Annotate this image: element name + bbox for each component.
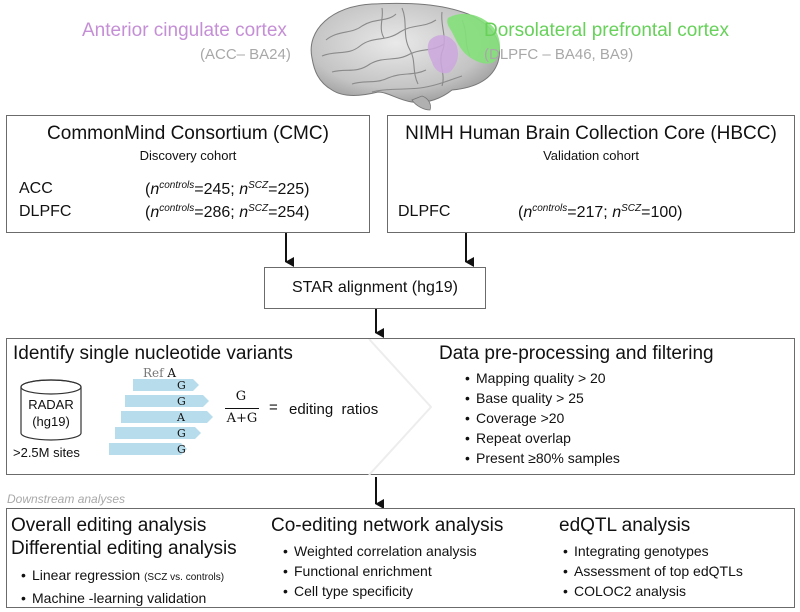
preprocessing-list: Mapping quality > 20 Base quality > 25 C… bbox=[465, 368, 620, 468]
star-alignment-label: STAR alignment (hg19) bbox=[292, 279, 458, 296]
preprocessing-title: Data pre-processing and filtering bbox=[439, 343, 714, 364]
cmc-subtitle: Discovery cohort bbox=[139, 148, 237, 163]
preprocessing-item: Coverage >20 bbox=[465, 408, 620, 428]
acc-region-subtitle: (ACC– BA24) bbox=[200, 46, 291, 63]
cmc-cohort-box: CommonMind Consortium (CMC) Discovery co… bbox=[6, 115, 370, 233]
cmc-acc-sample-count: (ncontrols=245; nSCZ=225) bbox=[145, 180, 310, 198]
read-base-3: A bbox=[177, 411, 185, 424]
snv-preprocessing-box: Identify single nucleotide variants RADA… bbox=[6, 338, 795, 476]
dlpfc-region-title: Dorsolateral prefrontal cortex bbox=[484, 20, 729, 41]
differential-editing-title: Differential editing analysis bbox=[11, 538, 237, 559]
star-alignment-box: STAR alignment (hg19) bbox=[264, 267, 486, 309]
edqtl-item: Assessment of top edQTLs bbox=[563, 561, 743, 581]
radar-db-name: RADAR bbox=[28, 397, 74, 412]
radar-site-count: >2.5M sites bbox=[13, 445, 80, 460]
co-editing-title: Co-editing network analysis bbox=[271, 515, 504, 536]
differential-editing-list: Linear regression (SCZ vs. controls) Mac… bbox=[21, 565, 224, 608]
snv-title: Identify single nucleotide variants bbox=[13, 343, 293, 364]
edqtl-title: edQTL analysis bbox=[559, 515, 691, 536]
edqtl-item: Integrating genotypes bbox=[563, 541, 743, 561]
radar-db-build: (hg19) bbox=[32, 414, 70, 429]
ratio-fraction-bar bbox=[225, 408, 259, 409]
preprocessing-item: Mapping quality > 20 bbox=[465, 368, 620, 388]
cmc-acc-region: ACC bbox=[19, 180, 53, 197]
acc-region-title: Anterior cingulate cortex bbox=[82, 20, 287, 41]
edqtl-list: Integrating genotypes Assessment of top … bbox=[563, 541, 743, 601]
cmc-dlpfc-sample-count: (ncontrols=286; nSCZ=254) bbox=[145, 203, 310, 221]
preprocessing-item: Base quality > 25 bbox=[465, 388, 620, 408]
differential-item: Linear regression (SCZ vs. controls) bbox=[21, 565, 224, 588]
read-base-5: G bbox=[177, 443, 186, 456]
edqtl-item: COLOC2 analysis bbox=[563, 581, 743, 601]
downstream-label: Downstream analyses bbox=[7, 492, 126, 506]
co-editing-item: Cell type specificity bbox=[283, 581, 477, 601]
hbcc-cohort-box: NIMH Human Brain Collection Core (HBCC) … bbox=[387, 115, 795, 233]
preprocessing-item: Present ≥80% samples bbox=[465, 448, 620, 468]
ratio-denominator: A+G bbox=[226, 411, 258, 426]
ratio-equals: = bbox=[269, 399, 278, 416]
differential-item: Machine -learning validation bbox=[21, 588, 224, 608]
co-editing-list: Weighted correlation analysis Functional… bbox=[283, 541, 477, 601]
chevron-divider bbox=[368, 339, 433, 476]
preprocessing-item: Repeat overlap bbox=[465, 428, 620, 448]
overall-editing-title: Overall editing analysis bbox=[11, 515, 207, 536]
read-alignment-graphic bbox=[109, 379, 213, 455]
ratio-numerator: G bbox=[235, 389, 247, 404]
reference-label: Ref A bbox=[143, 366, 177, 380]
database-icon bbox=[20, 379, 82, 441]
hbcc-dlpfc-region: DLPFC bbox=[398, 203, 451, 220]
co-editing-item: Functional enrichment bbox=[283, 561, 477, 581]
read-base-1: G bbox=[177, 379, 186, 392]
brain-illustration bbox=[310, 2, 500, 111]
cmc-dlpfc-region: DLPFC bbox=[19, 203, 72, 220]
dlpfc-region-subtitle: (DLPFC – BA46, BA9) bbox=[484, 46, 634, 63]
downstream-box: Overall editing analysis Differential ed… bbox=[6, 508, 795, 608]
hbcc-title: NIMH Human Brain Collection Core (HBCC) bbox=[405, 123, 777, 144]
hbcc-dlpfc-sample-count: (ncontrols=217; nSCZ=100) bbox=[518, 203, 683, 221]
editing-ratios-label: editing ratios bbox=[289, 401, 379, 418]
read-base-4: G bbox=[177, 427, 186, 440]
co-editing-item: Weighted correlation analysis bbox=[283, 541, 477, 561]
hbcc-subtitle: Validation cohort bbox=[543, 148, 639, 163]
cmc-title: CommonMind Consortium (CMC) bbox=[47, 123, 329, 144]
read-base-2: G bbox=[177, 395, 186, 408]
